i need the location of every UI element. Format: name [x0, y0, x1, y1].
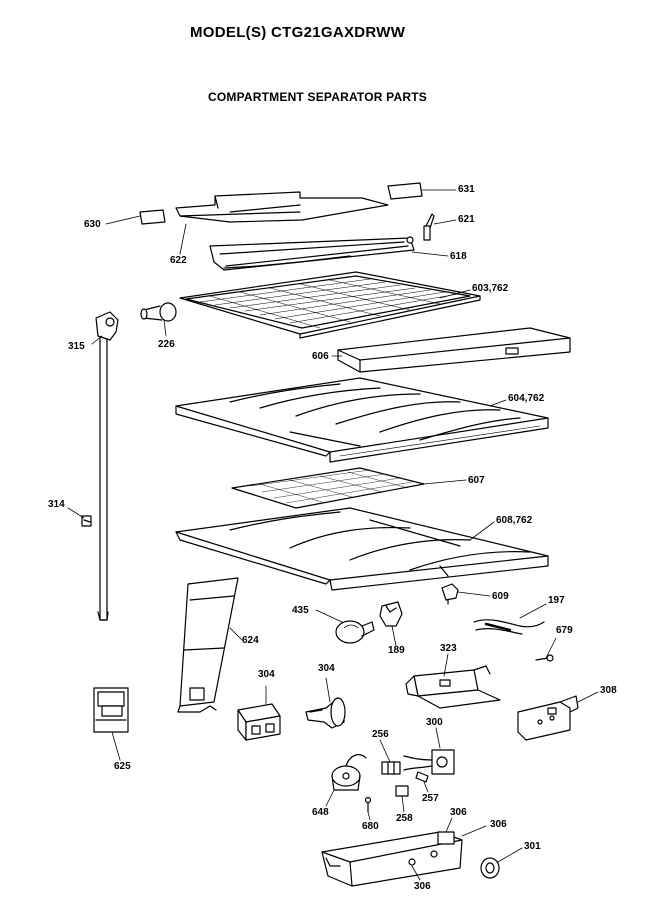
part-301-drawing — [480, 857, 500, 879]
part-label-618: 618 — [450, 251, 467, 262]
part-256-drawing — [381, 761, 401, 775]
part-618-drawing — [209, 236, 415, 271]
model-title: MODEL(S) CTG21GAXDRWW — [190, 24, 406, 41]
part-607-drawing — [231, 467, 425, 509]
part-435-drawing — [335, 620, 375, 644]
part-606-drawing — [337, 327, 571, 373]
part-label-300: 300 — [426, 717, 443, 728]
part-258-drawing — [395, 785, 409, 797]
section-title: COMPARTMENT SEPARATOR PARTS — [208, 90, 427, 104]
part-label-226: 226 — [158, 339, 175, 350]
part-226-drawing — [140, 302, 177, 322]
part-608-drawing — [175, 507, 549, 591]
part-label-606: 606 — [312, 351, 329, 362]
part-679-drawing — [535, 654, 554, 662]
part-631-drawing — [387, 182, 423, 200]
part-label-315: 315 — [68, 341, 85, 352]
part-622-drawing — [175, 191, 389, 223]
part-label-648: 648 — [312, 807, 329, 818]
part-label-257: 257 — [422, 793, 439, 804]
part-label-306-right: 306 — [490, 819, 507, 830]
part-680-drawing — [364, 796, 372, 813]
part-197-drawing — [473, 619, 545, 635]
part-label-301: 301 — [524, 841, 541, 852]
part-label-624: 624 — [242, 635, 259, 646]
leader-lines — [67, 189, 599, 881]
part-label-189: 189 — [388, 645, 405, 656]
part-label-323: 323 — [440, 643, 457, 654]
part-304a-drawing — [237, 703, 281, 741]
part-label-603: 603,762 — [472, 283, 509, 294]
part-label-306-bottom: 306 — [414, 881, 431, 892]
part-label-608: 608,762 — [496, 515, 533, 526]
part-189-drawing — [379, 601, 403, 627]
part-604-drawing — [175, 377, 549, 463]
part-603-drawing — [179, 271, 481, 339]
part-624-drawing — [177, 577, 239, 713]
part-300-drawing — [403, 749, 455, 775]
part-label-306-top: 306 — [450, 807, 467, 818]
part-label-258: 258 — [396, 813, 413, 824]
part-630-drawing — [139, 209, 166, 225]
part-label-609: 609 — [492, 591, 509, 602]
part-257-drawing — [415, 771, 429, 783]
part-label-621: 621 — [458, 214, 475, 225]
part-625-drawing — [93, 687, 129, 733]
part-label-256: 256 — [372, 729, 389, 740]
part-label-308: 308 — [600, 685, 617, 696]
part-label-197: 197 — [548, 595, 565, 606]
part-314-drawing — [81, 515, 92, 527]
part-308-drawing — [517, 695, 579, 741]
part-label-435: 435 — [292, 605, 309, 616]
part-label-607: 607 — [468, 475, 485, 486]
part-label-625: 625 — [114, 761, 131, 772]
part-label-304-knob: 304 — [318, 663, 335, 674]
part-621-drawing — [423, 213, 435, 241]
part-609-drawing — [441, 583, 459, 605]
part-label-314: 314 — [48, 499, 65, 510]
part-label-631: 631 — [458, 184, 475, 195]
part-315-rod-drawing — [95, 311, 119, 621]
part-304b-drawing — [305, 697, 346, 729]
part-label-622: 622 — [170, 255, 187, 266]
part-label-604: 604,762 — [508, 393, 545, 404]
part-label-630: 630 — [84, 219, 101, 230]
part-label-680: 680 — [362, 821, 379, 832]
part-306-drawing — [321, 831, 463, 887]
part-label-679: 679 — [556, 625, 573, 636]
part-label-304-block: 304 — [258, 669, 275, 680]
part-323-drawing — [405, 665, 501, 709]
part-648-drawing — [331, 754, 367, 791]
